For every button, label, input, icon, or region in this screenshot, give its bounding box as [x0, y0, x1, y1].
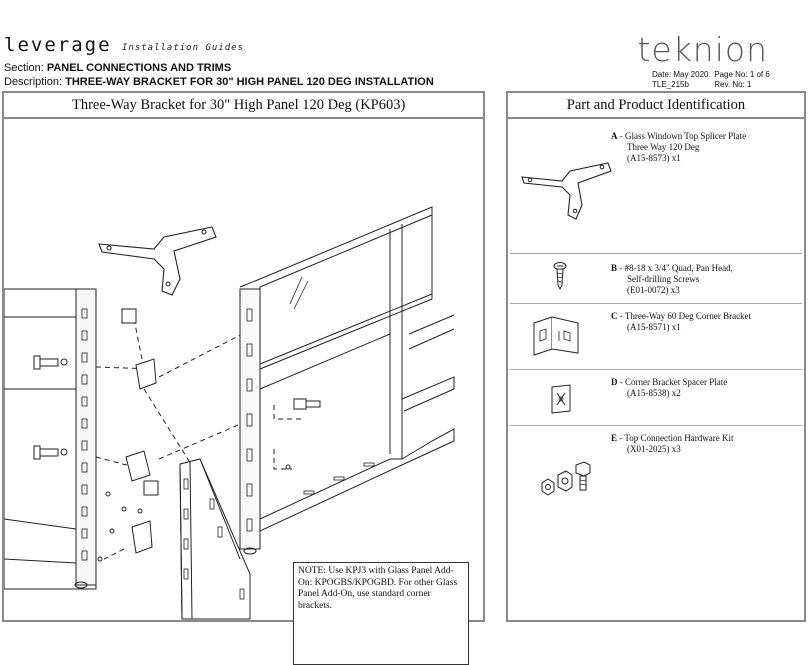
- diagram-title: Three-Way Bracket for 30" High Panel 120…: [4, 93, 483, 119]
- section-value: PANEL CONNECTIONS AND TRIMS: [46, 62, 232, 74]
- part-b: B - #8-18 x 3/4" Quad, Pan Head, Self-dr…: [611, 263, 733, 296]
- document-meta: Date: May 2020 Page No: 1 of 6 TLE_215b …: [652, 70, 770, 90]
- brand-wordmark: leverage: [4, 34, 112, 56]
- part-a-line-1: - Glass Windown Top Splicer Plate: [619, 131, 747, 141]
- part-e-line-1: - Top Connection Hardware Kit: [619, 433, 734, 443]
- part-b-line-3: (E01-0072) x3: [627, 285, 680, 295]
- bracket-drawings: [121, 308, 159, 554]
- part-separator: [510, 303, 802, 304]
- part-d-line-2: (A15-8538) x2: [627, 388, 681, 398]
- hardware-kit-icon: [541, 461, 591, 496]
- corner-bracket-icon: [533, 316, 579, 356]
- meta-rev: Rev. No: 1: [714, 80, 752, 89]
- part-c-letter: C: [611, 311, 618, 321]
- part-d-letter: D: [611, 377, 618, 387]
- part-a-letter: A: [611, 131, 618, 141]
- installation-diagram-panel: Three-Way Bracket for 30" High Panel 120…: [2, 91, 485, 665]
- top-connection-hardware: [285, 398, 321, 470]
- meta-date: Date: May 2020: [652, 70, 709, 79]
- part-c-line-1: - Three-Way 60 Deg Corner Bracket: [619, 311, 752, 321]
- part-separator: [510, 253, 802, 254]
- description-line: Description: THREE-WAY BRACKET FOR 30" H…: [4, 76, 434, 88]
- screw-icon: [553, 262, 567, 291]
- part-separator: [510, 369, 802, 370]
- section-line: Section: PANEL CONNECTIONS AND TRIMS: [4, 62, 231, 74]
- brand-subtitle: Installation Guides: [122, 43, 244, 53]
- part-b-letter: B: [611, 263, 618, 273]
- part-d-line-1: - Corner Bracket Spacer Plate: [619, 377, 728, 387]
- part-e-line-2: (X01-2025) x3: [627, 444, 681, 454]
- part-b-line-1: - #8-18 x 3/4" Quad, Pan Head,: [619, 263, 733, 273]
- front-panel-frame: [179, 458, 251, 620]
- meta-page: Page No: 1 of 6: [714, 70, 770, 79]
- part-a-line-3: (A15-8573) x1: [627, 153, 681, 163]
- part-e-letter: E: [611, 433, 618, 443]
- spacer-plate-icon: [551, 384, 571, 414]
- part-c: C - Three-Way 60 Deg Corner Bracket (A15…: [611, 311, 751, 333]
- part-c-line-2: (A15-8571) x1: [627, 322, 681, 332]
- splicer-plate-icon: [521, 162, 612, 220]
- part-d: D - Corner Bracket Spacer Plate (A15-853…: [611, 377, 727, 399]
- left-hardware: [33, 355, 68, 460]
- description-label: Description:: [4, 76, 63, 88]
- part-b-line-2: Self-drilling Screws: [627, 274, 700, 284]
- meta-doc-code: TLE_215b: [652, 80, 689, 89]
- parts-title: Part and Product Identification: [508, 93, 804, 119]
- screw-drawings: [97, 491, 143, 562]
- part-identification-panel: Part and Product Identification A - Glas…: [506, 91, 806, 622]
- glass-panel-frame: [239, 206, 455, 555]
- installation-drawing: [4, 206, 455, 620]
- part-separator: [510, 425, 802, 426]
- part-a: A - Glass Windown Top Splicer Plate Thre…: [611, 131, 746, 164]
- splicer-plate-drawing: [98, 226, 217, 296]
- section-label: Section:: [4, 62, 44, 74]
- left-panel-frame: [4, 288, 97, 590]
- glass-panel-note: NOTE: Use KPJ3 with Glass Panel Add-On: …: [293, 562, 469, 665]
- company-logo: teknion: [637, 30, 768, 69]
- part-e: E - Top Connection Hardware Kit (X01-202…: [611, 433, 733, 455]
- part-a-line-2: Three Way 120 Deg: [627, 142, 700, 152]
- description-value: THREE-WAY BRACKET FOR 30" HIGH PANEL 120…: [65, 76, 434, 88]
